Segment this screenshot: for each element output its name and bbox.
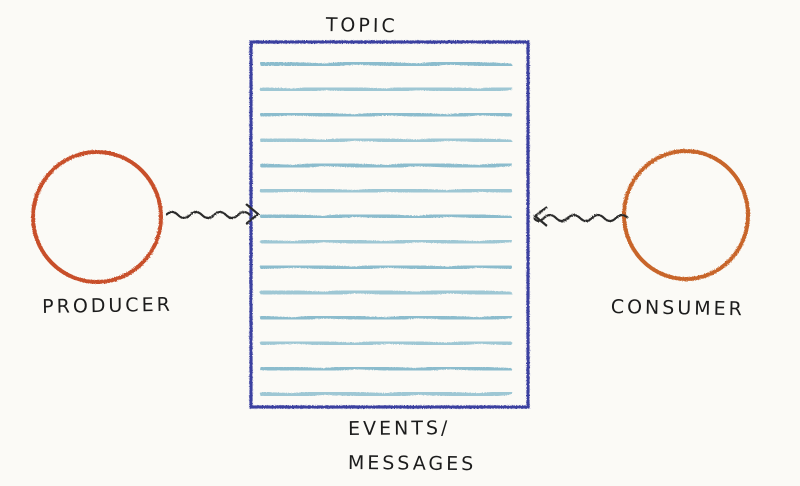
producer-circle	[31, 150, 163, 284]
message-line	[260, 111, 512, 119]
message-line	[260, 162, 512, 169]
consumer-to-topic-arrow	[533, 206, 629, 227]
producer-arrow-squiggle	[165, 210, 251, 220]
message-line	[260, 136, 512, 144]
message-line	[259, 390, 513, 398]
message-line	[260, 212, 512, 220]
message-line	[259, 187, 513, 195]
message-line	[260, 238, 512, 246]
producer-label: PRODUCER	[42, 293, 173, 318]
topic-label: TOPIC	[325, 14, 398, 38]
consumer-arrow-head	[533, 206, 548, 227]
message-line	[260, 365, 512, 373]
producer-to-topic-arrow	[165, 203, 260, 225]
topic-box-border	[249, 40, 530, 409]
producer-arrow-head	[245, 203, 260, 225]
events-messages-label-line1: EVENTS/	[348, 417, 451, 440]
events-messages-label-line2: MESSAGES	[347, 452, 477, 476]
message-line	[260, 339, 512, 347]
message-line	[259, 288, 513, 297]
topic-box	[249, 40, 530, 409]
message-line	[259, 85, 513, 94]
message-line	[260, 263, 512, 271]
message-lines	[259, 60, 513, 398]
consumer-circle	[622, 149, 750, 281]
consumer-arrow-squiggle	[533, 213, 629, 223]
message-line	[260, 60, 512, 68]
consumer-label: CONSUMER	[610, 296, 745, 321]
message-line	[260, 314, 512, 322]
